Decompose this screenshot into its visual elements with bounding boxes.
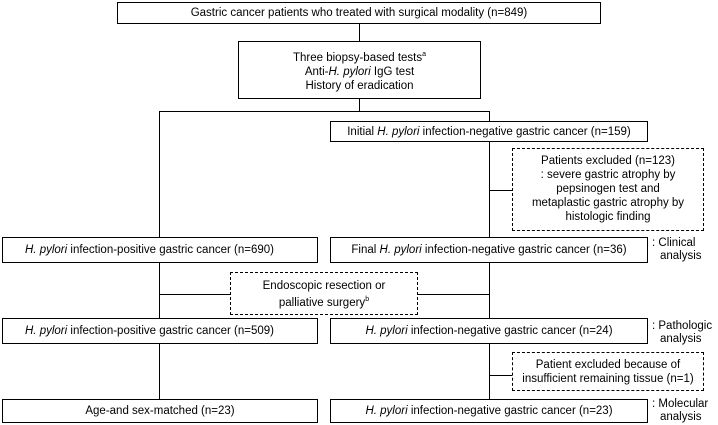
box-tests: Three biopsy-based testsa Anti-H. pylori… [238,41,481,99]
box-patients-excluded: Patients excluded (n=123) : severe gastr… [512,148,704,231]
box-positive-690: H. pylori infection-positive gastric can… [2,237,318,263]
excluded-line: : severe gastric atrophy by [540,169,676,181]
connector [489,141,490,237]
tests-line3: History of eradication [305,80,414,92]
note-clinical-analysis: : Clinical analysis [652,237,702,262]
connector [159,111,160,237]
negative-23-text: H. pylori infection-negative gastric can… [365,405,613,417]
excluded-line: histologic finding [565,211,651,223]
positive-690-text: H. pylori infection-positive gastric can… [25,244,274,256]
connector [489,111,490,121]
negative-24-text: H. pylori infection-negative gastric can… [365,325,613,337]
connector [159,262,160,318]
note-pathologic-analysis: : Pathologic analysis [652,320,713,345]
connector [489,344,490,399]
box-positive-509: H. pylori infection-positive gastric can… [2,318,318,344]
endoscopic-line: palliative surgeryb [278,296,370,309]
excluded-tissue-line: Patient excluded because of [535,359,681,371]
connector [159,294,230,295]
box-negative-24: H. pylori infection-negative gastric can… [330,318,648,344]
note-molecular-analysis: : Molecular analysis [652,398,709,423]
connector [359,99,360,111]
connector [489,190,512,191]
connector [418,294,489,295]
box-patient-excluded-tissue: Patient excluded because of insufficient… [512,352,704,391]
box-negative-23: H. pylori infection-negative gastric can… [330,399,648,423]
tests-line1: Three biopsy-based testsa [292,51,427,64]
box-initial-negative: Initial H. pylori infection-negative gas… [330,121,648,142]
excluded-tissue-line: insufficient remaining tissue (n=1) [522,373,694,385]
box-endoscopic: Endoscopic resection or palliative surge… [230,272,418,315]
box-total-patients: Gastric cancer patients who treated with… [117,2,601,24]
initial-negative-text: Initial H. pylori infection-negative gas… [347,125,631,138]
endoscopic-line: Endoscopic resection or [262,280,386,292]
box-total-patients-text: Gastric cancer patients who treated with… [190,7,528,19]
excluded-line: metaplastic gastric atrophy by [531,197,685,209]
tests-line2: Anti-H. pylori IgG test [304,66,415,78]
connector [159,344,160,399]
connector [359,23,360,41]
excluded-line: pepsinogen test and [556,183,660,195]
box-age-sex-matched: Age-and sex-matched (n=23) [2,399,318,423]
connector [159,111,489,112]
matched-text: Age-and sex-matched (n=23) [85,405,235,417]
box-final-negative: Final H. pylori infection-negative gastr… [330,237,648,263]
final-negative-text: Final H. pylori infection-negative gastr… [351,244,627,256]
connector [489,375,512,376]
positive-509-text: H. pylori infection-positive gastric can… [25,325,274,337]
excluded-line: Patients excluded (n=123) [541,155,675,167]
connector [489,262,490,318]
